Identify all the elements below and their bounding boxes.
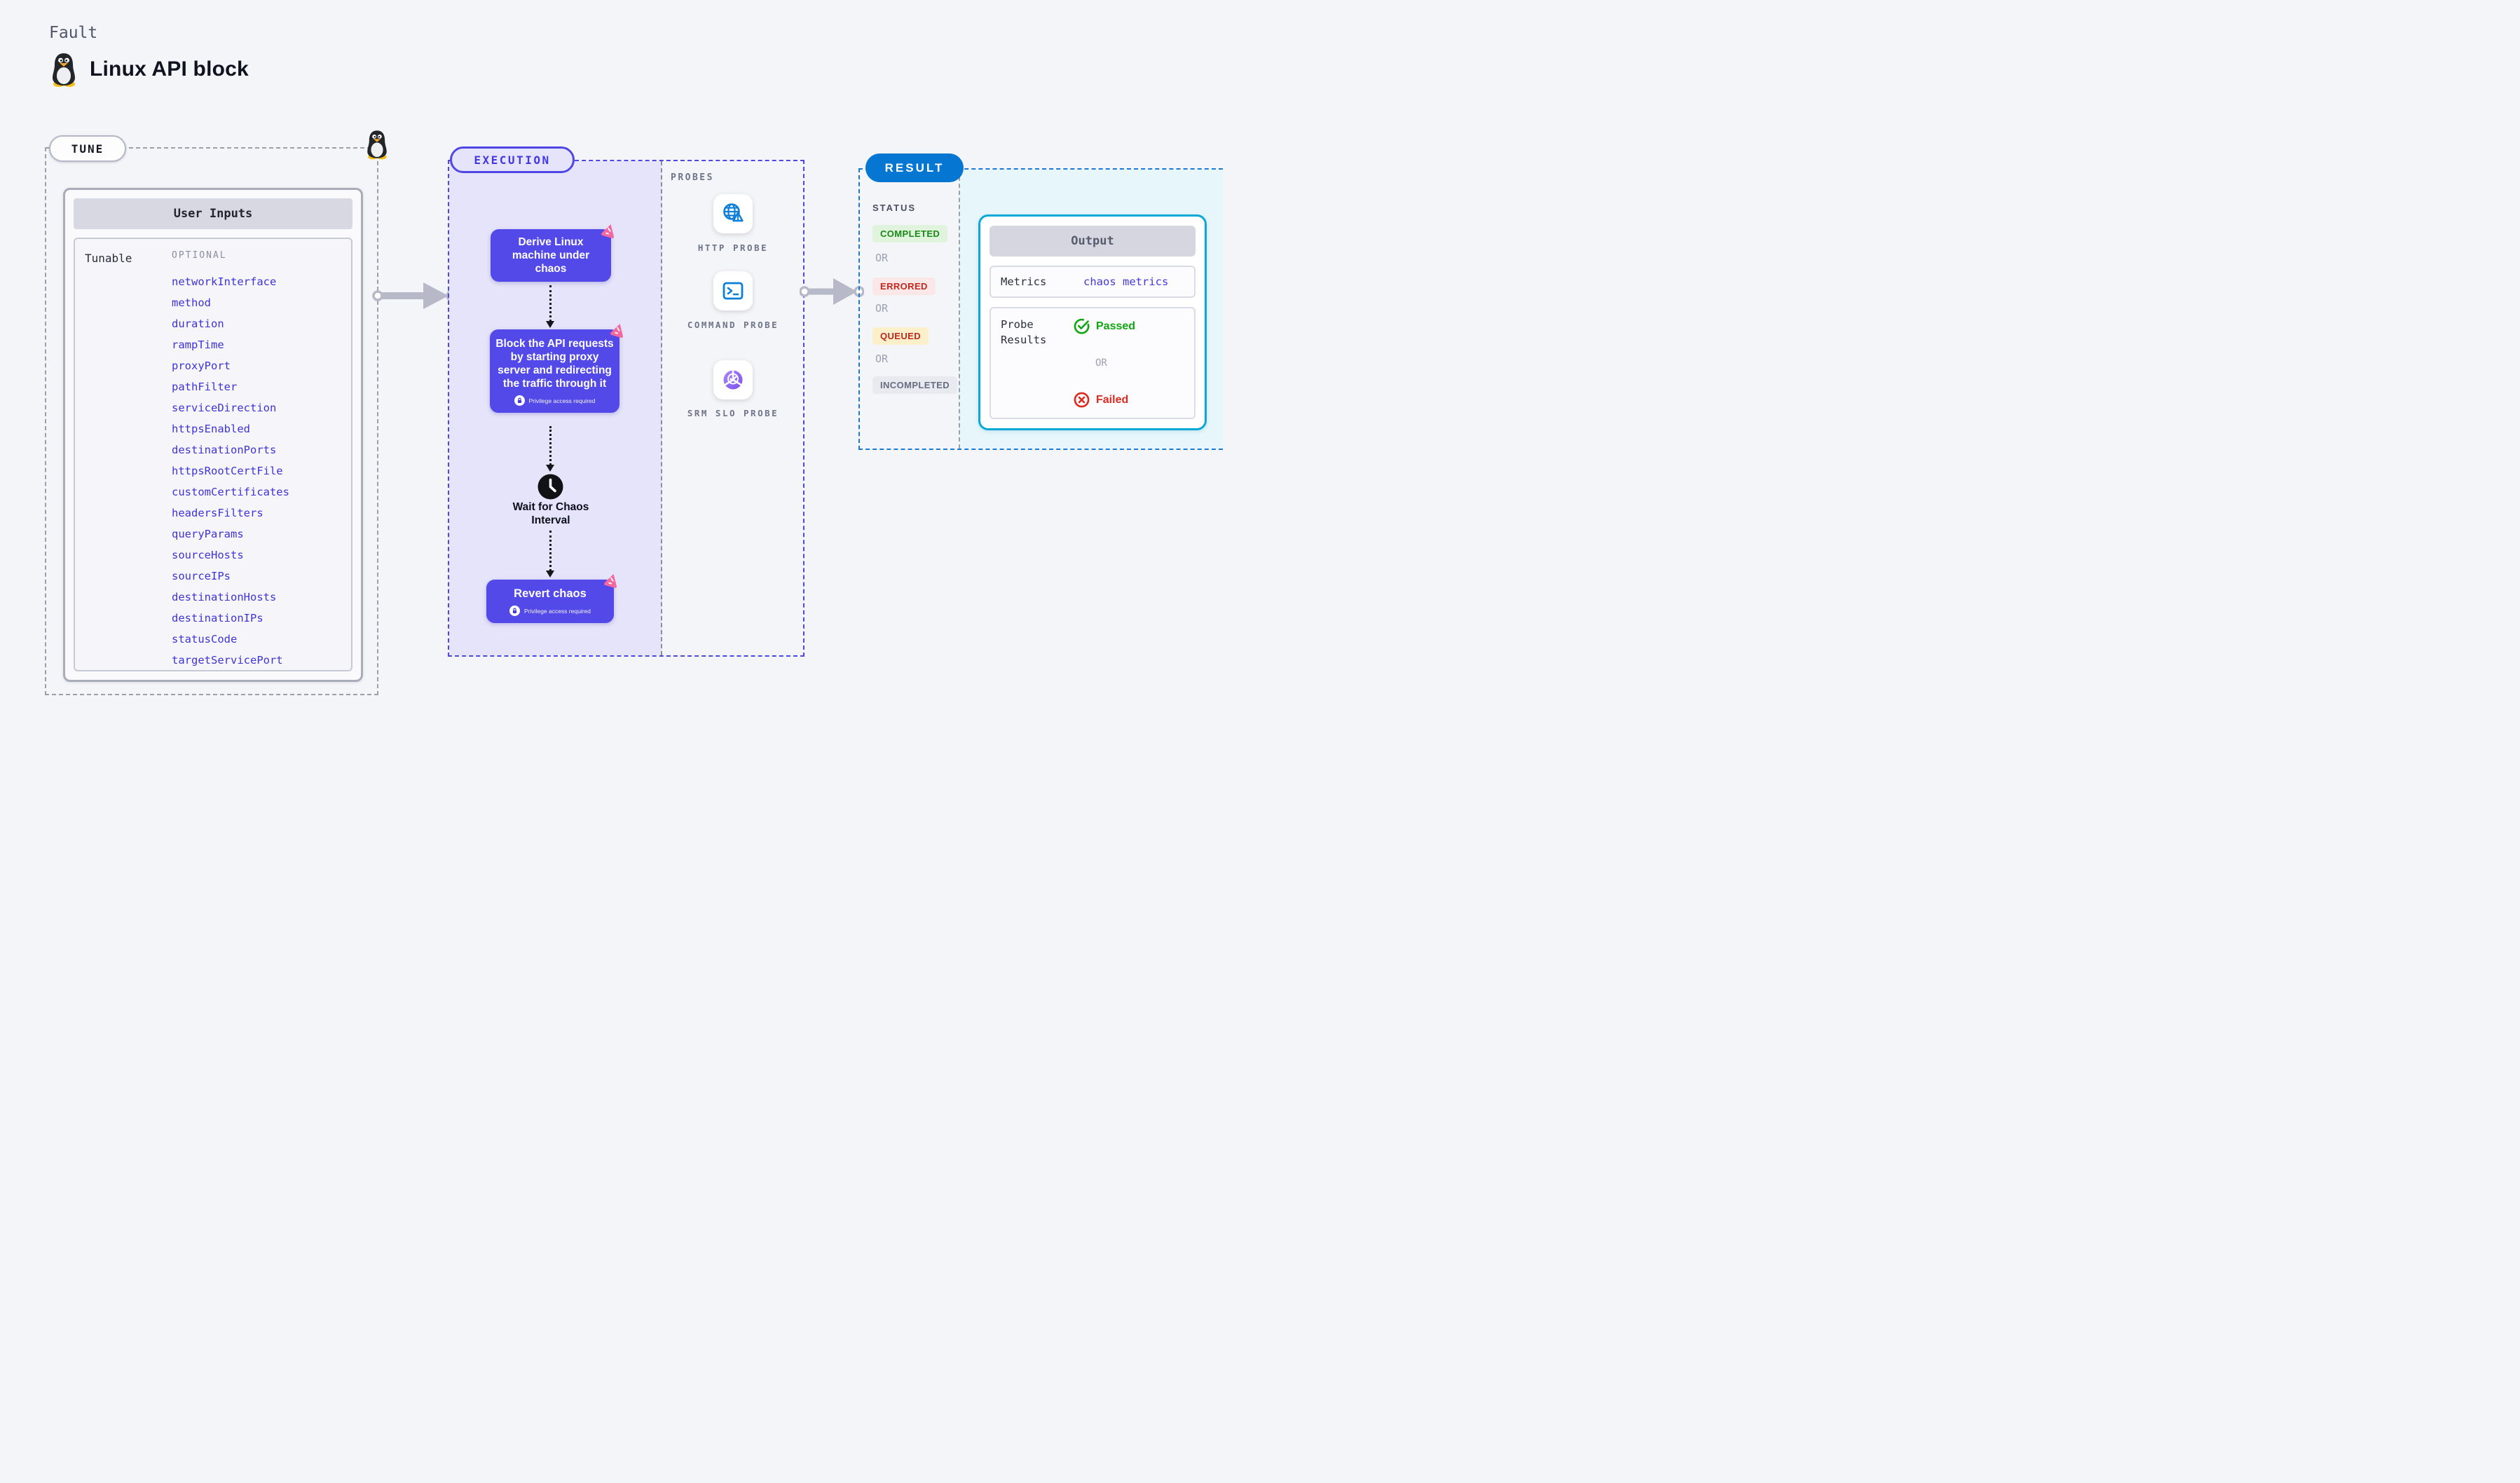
terminal-icon [721,279,745,303]
privilege-note-text: Privilege access required [524,607,591,615]
tunable-param: sourceIPs [172,570,231,582]
passed-label: Passed [1096,320,1136,332]
status-badge-completed: COMPLETED [872,225,948,242]
slo-donut-check-icon [720,367,746,392]
privilege-note-text: Privilege access required [528,397,596,404]
flow-arrow-2 [546,426,554,472]
chaos-fault-badge-icon [603,572,620,589]
tunable-param: pathFilter [172,381,238,393]
status-badge-queued: QUEUED [872,327,929,345]
tunable-param: targetServicePort [172,654,283,667]
derive-machine-node: Derive Linux machine under chaos [491,224,614,282]
metrics-label: Metrics [1001,275,1047,288]
fault-diagram: Fault Linux API block TUNE [0,0,1260,742]
tunable-param: method [172,296,211,309]
tune-to-execution-arrow [371,280,457,311]
tunables-table: Tunable OPTIONAL networkInterface method… [74,238,352,671]
probes-section-label: PROBES [671,172,714,183]
output-card: Output Metrics chaos metrics Probe Resul… [978,214,1207,430]
command-probe-label: COMMAND PROBE [687,320,779,330]
fault-kicker: Fault [49,24,98,42]
failed-label: Failed [1096,393,1129,406]
or-separator: OR [1095,357,1107,369]
lock-icon [509,606,521,616]
tunable-param: duration [172,317,224,330]
privilege-note: Privilege access required [492,606,608,616]
tune-section-box [45,147,378,695]
page-header: Linux API block [49,52,249,87]
tunable-param: queryParams [172,528,244,540]
globe-alert-icon [720,201,746,226]
tune-pill: TUNE [49,135,126,162]
tunable-param: destinationPorts [172,444,277,456]
wait-interval-label: Wait for Chaos Interval [512,501,589,526]
tux-penguin-icon [49,52,78,87]
tunable-param: headersFilters [172,507,263,519]
probe-results-label: Probe Results [1001,318,1047,346]
chaos-fault-badge-icon [610,322,626,339]
probe-results-row: Probe Results Passed OR [989,307,1196,419]
metrics-value: chaos metrics [1083,275,1169,288]
tunable-param: sourceHosts [172,549,244,561]
status-badge-incompleted: INCOMPLETED [872,376,958,394]
probe-results-values: Passed OR Failed [1074,317,1184,409]
lock-icon [514,395,525,406]
or-separator: OR [875,252,889,264]
status-badge-errored: ERRORED [872,278,936,295]
block-api-text: Block the API requests by starting proxy… [495,338,614,390]
execution-to-result-arrow [800,276,864,307]
execution-pill: EXECUTION [450,146,575,173]
revert-chaos-node: Revert chaos Privilege access required [486,573,617,623]
output-title: Output [989,226,1196,257]
clock-icon [537,474,563,500]
tunable-param: proxyPort [172,360,231,372]
metrics-row: Metrics chaos metrics [989,266,1196,298]
x-circle-icon [1074,392,1090,408]
status-column-label: STATUS [872,203,917,213]
command-probe-card [713,271,753,310]
check-circle-icon [1074,318,1090,334]
flow-arrow-3 [546,531,554,578]
tunable-param: httpsRootCertFile [172,465,283,477]
tunable-param: networkInterface [172,275,277,288]
block-api-node: Block the API requests by starting proxy… [490,323,623,413]
srm-slo-probe-label: SRM SLO PROBE [687,408,779,418]
flow-arrow-1 [546,285,554,328]
tux-penguin-small-icon [364,129,390,160]
page-title: Linux API block [90,57,249,81]
http-probe-label: HTTP PROBE [697,242,769,253]
tunable-param: rampTime [172,339,224,351]
derive-machine-text: Derive Linux machine under chaos [512,236,590,275]
privilege-note: Privilege access required [495,395,614,406]
tunable-param: customCertificates [172,486,289,498]
user-inputs-title: User Inputs [74,198,352,229]
result-pill: RESULT [865,153,964,182]
tunable-param: httpsEnabled [172,423,250,435]
user-inputs-card: User Inputs Tunable OPTIONAL networkInte… [63,188,363,682]
tunable-row-label: Tunable [85,252,132,265]
tunable-params-list: networkInterface method duration rampTim… [172,271,289,671]
srm-slo-probe-card [713,360,753,399]
tunable-param: statusCode [172,633,238,645]
passed-result: Passed [1074,318,1184,334]
tunable-param: serviceDirection [172,402,277,414]
or-separator: OR [875,302,889,315]
revert-chaos-text: Revert chaos [514,587,587,600]
failed-result: Failed [1074,392,1184,408]
chaos-fault-badge-icon [601,222,617,239]
optional-column-header: OPTIONAL [172,250,227,261]
or-separator: OR [875,353,889,365]
tunable-param: destinationHosts [172,591,277,603]
tunable-param: destinationIPs [172,612,263,624]
http-probe-card [713,194,753,233]
